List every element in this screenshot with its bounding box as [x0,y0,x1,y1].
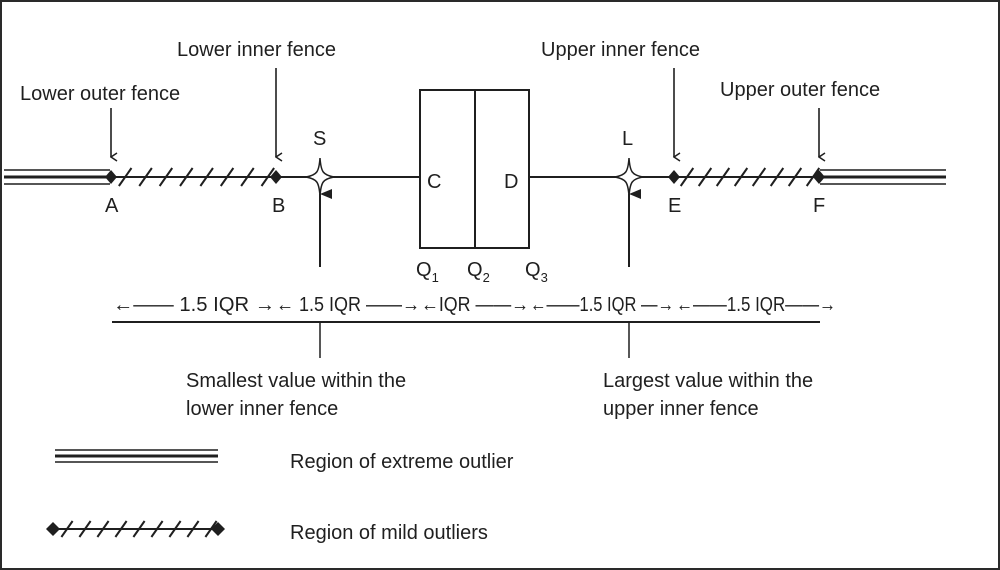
span-1-5-iqr-2: ← 1.5 IQR ——→ [276,294,420,316]
extreme-region-left [4,169,110,185]
star-marker-S [305,157,335,197]
quartile-label-q2: Q2 [467,259,490,285]
extreme-region-right [820,169,946,185]
hatch-mark [114,520,128,538]
hatch-mark [78,520,92,538]
hatch-mark [150,520,164,538]
span-iqr: ←IQR ——→ [421,294,529,316]
fence-marker-B [270,170,282,184]
annotation-largest-line1: Largest value within the [603,370,813,392]
hatch-mark [199,167,214,187]
span-1-5-iqr-4: ←——1.5 IQR——→ [676,294,836,316]
legend-extreme-label: Region of extreme outlier [290,451,514,473]
label-upper-inner-fence: Upper inner fence [541,39,700,61]
hatch-mark [132,520,146,538]
hatch-mark [118,167,133,187]
point-label-C: C [427,171,441,193]
annotation-smallest-line1: Smallest value within the [186,370,406,392]
point-label-A: A [105,195,119,217]
point-label-B: B [272,195,285,217]
quartile-q3-base: Q [525,259,541,281]
fence-marker-A [105,170,117,184]
hatch-mark [60,520,74,538]
legend-mild-label: Region of mild outliers [290,522,488,544]
hatch-mark [715,167,731,187]
annotation-largest-line2: upper inner fence [603,398,759,420]
hatch-mark [260,167,275,187]
fence-marker-F [813,170,825,184]
annotation-smallest-line2: lower inner fence [186,398,338,420]
hatch-mark [769,167,785,187]
hatch-mark [138,167,153,187]
hatch-mark [697,167,713,187]
hatch-mark [219,167,235,187]
quartile-q2-sub: 2 [483,270,490,285]
fence-marker-E [668,170,680,184]
quartile-q3-sub: 3 [541,270,548,285]
quartile-label-q3: Q3 [525,259,548,285]
span-1-5-iqr-3: ←——1.5 IQR —→ [530,294,674,316]
label-lower-inner-fence: Lower inner fence [177,39,336,61]
hatch-mark [158,167,174,187]
point-label-E: E [668,195,681,217]
hatch-mark [733,167,749,187]
hatch-mark [96,520,110,538]
quartile-label-q1: Q1 [416,259,439,285]
star-marker-L [614,157,644,197]
mild-region-left-hatch [118,167,275,187]
label-lower-outer-fence: Lower outer fence [20,83,180,105]
point-label-D: D [504,171,518,193]
hatch-mark [168,520,182,538]
hatch-mark [186,520,200,538]
quartile-q2-base: Q [467,259,483,281]
legend-mild-symbol [46,520,225,538]
label-upper-outer-fence: Upper outer fence [720,79,880,101]
span-1-5-iqr-1: ←—— 1.5 IQR → [113,294,275,316]
point-label-L: L [622,128,633,150]
quartile-q1-sub: 1 [432,270,439,285]
legend-extreme-symbol [55,449,218,463]
hatch-mark [179,167,194,187]
hatch-mark [240,167,255,187]
point-label-S: S [313,128,326,150]
quartile-q1-base: Q [416,259,432,281]
point-label-F: F [813,195,825,217]
hatch-mark [787,167,803,187]
hatch-mark [751,167,767,187]
hatch-mark [679,167,695,187]
